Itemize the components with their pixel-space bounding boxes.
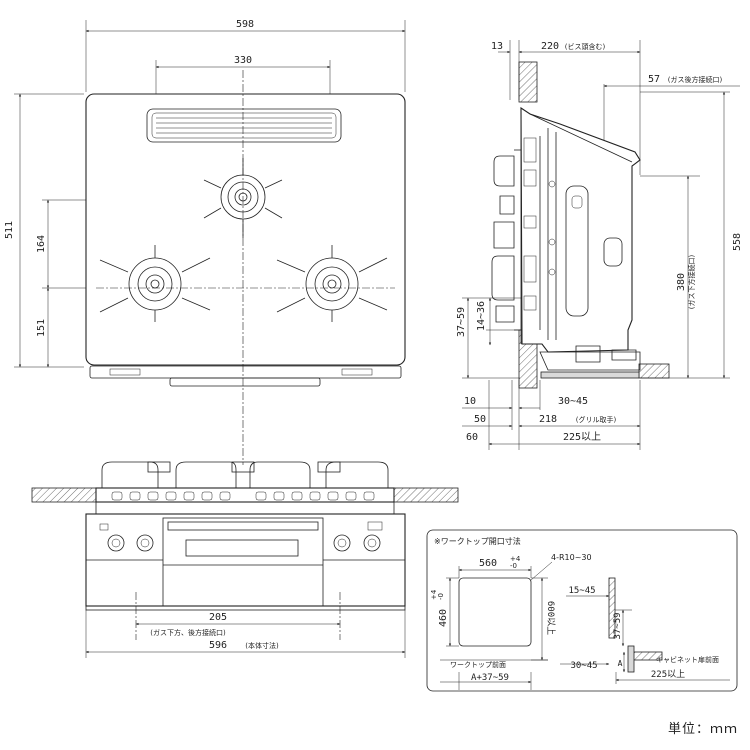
svg-text:-0: -0 [510,562,517,570]
dim-511: 511 [4,221,15,239]
side-30-45: 30~45 [570,661,597,671]
dim-151: 151 [36,319,47,337]
dim-57: 57 [648,74,660,85]
unit-label: 単位：ｍｍ [667,722,738,737]
worktop-left [31,487,99,503]
dim-225: 225以上 [563,431,601,443]
dim-57-note: (ガス後方接続口) [668,75,723,84]
top-view: 598 330 511 164 151 [4,19,406,465]
cabinet-door-label: キャビネット扉前面 [656,655,719,664]
burner-left [99,245,211,322]
dim-60: 60 [466,432,478,443]
cutout-min-600: 600以上 [545,601,556,635]
side-37-59: 37~59 [613,612,623,639]
cutout-a-range: A+37~59 [471,673,509,683]
svg-text:+4: +4 [430,589,438,600]
cutout-radius: 4-R10~30 [551,553,592,562]
dim-50: 50 [474,414,486,425]
front-view: 205 (ガス下方、後方接続口) 596 (本体寸法) [31,461,459,658]
side-a: A [618,659,623,668]
worktop-opening [458,577,532,647]
dim-10: 10 [464,396,476,407]
dim-30-45: 30~45 [558,396,588,407]
dim-558: 558 [732,233,743,251]
burner-rear [203,158,283,238]
cutout-depth: 460 [438,609,449,627]
dim-598: 598 [236,19,254,30]
burner-right [276,245,388,322]
side-view: 13 220 (ビス頭含む) 57 (ガス後方接続口) [456,40,743,450]
dim-205: 205 [209,612,227,623]
dim-220-note: (ビス頭含む) [565,42,606,51]
worktop-front-label: ワークトップ前面 [450,660,506,669]
cutout-title: ※ワークトップ開口寸法 [434,536,521,546]
grill-vent [146,108,342,143]
dim-218-note: (グリル取手) [576,415,617,424]
dim-37-59: 37~59 [456,307,467,337]
cutout-width: 560 [479,558,497,569]
dim-380-note: (ガス下方接続口) [687,255,696,310]
dim-596-note: (本体寸法) [245,641,279,650]
side-225: 225以上 [651,669,685,680]
side-15-45: 15~45 [568,586,595,596]
svg-text:-0: -0 [437,593,445,600]
worktop-right [391,487,459,503]
dim-164: 164 [36,235,47,253]
dim-220: 220 [541,41,559,52]
svg-text:+4: +4 [510,555,521,563]
wall [518,61,538,103]
control-knobs [99,521,383,552]
dim-380: 380 [676,273,687,291]
top-plate [85,93,406,366]
dim-205-note: (ガス下方、後方接続口) [150,628,226,637]
dim-330: 330 [234,55,252,66]
dim-218: 218 [539,414,557,425]
dim-596: 596 [209,640,227,651]
cutout-detail-box: ※ワークトップ開口寸法 560 +4 -0 4-R10~30 460 +4 -0… [426,529,738,692]
dim-13: 13 [491,41,503,52]
dim-14-36: 14~36 [476,301,487,331]
